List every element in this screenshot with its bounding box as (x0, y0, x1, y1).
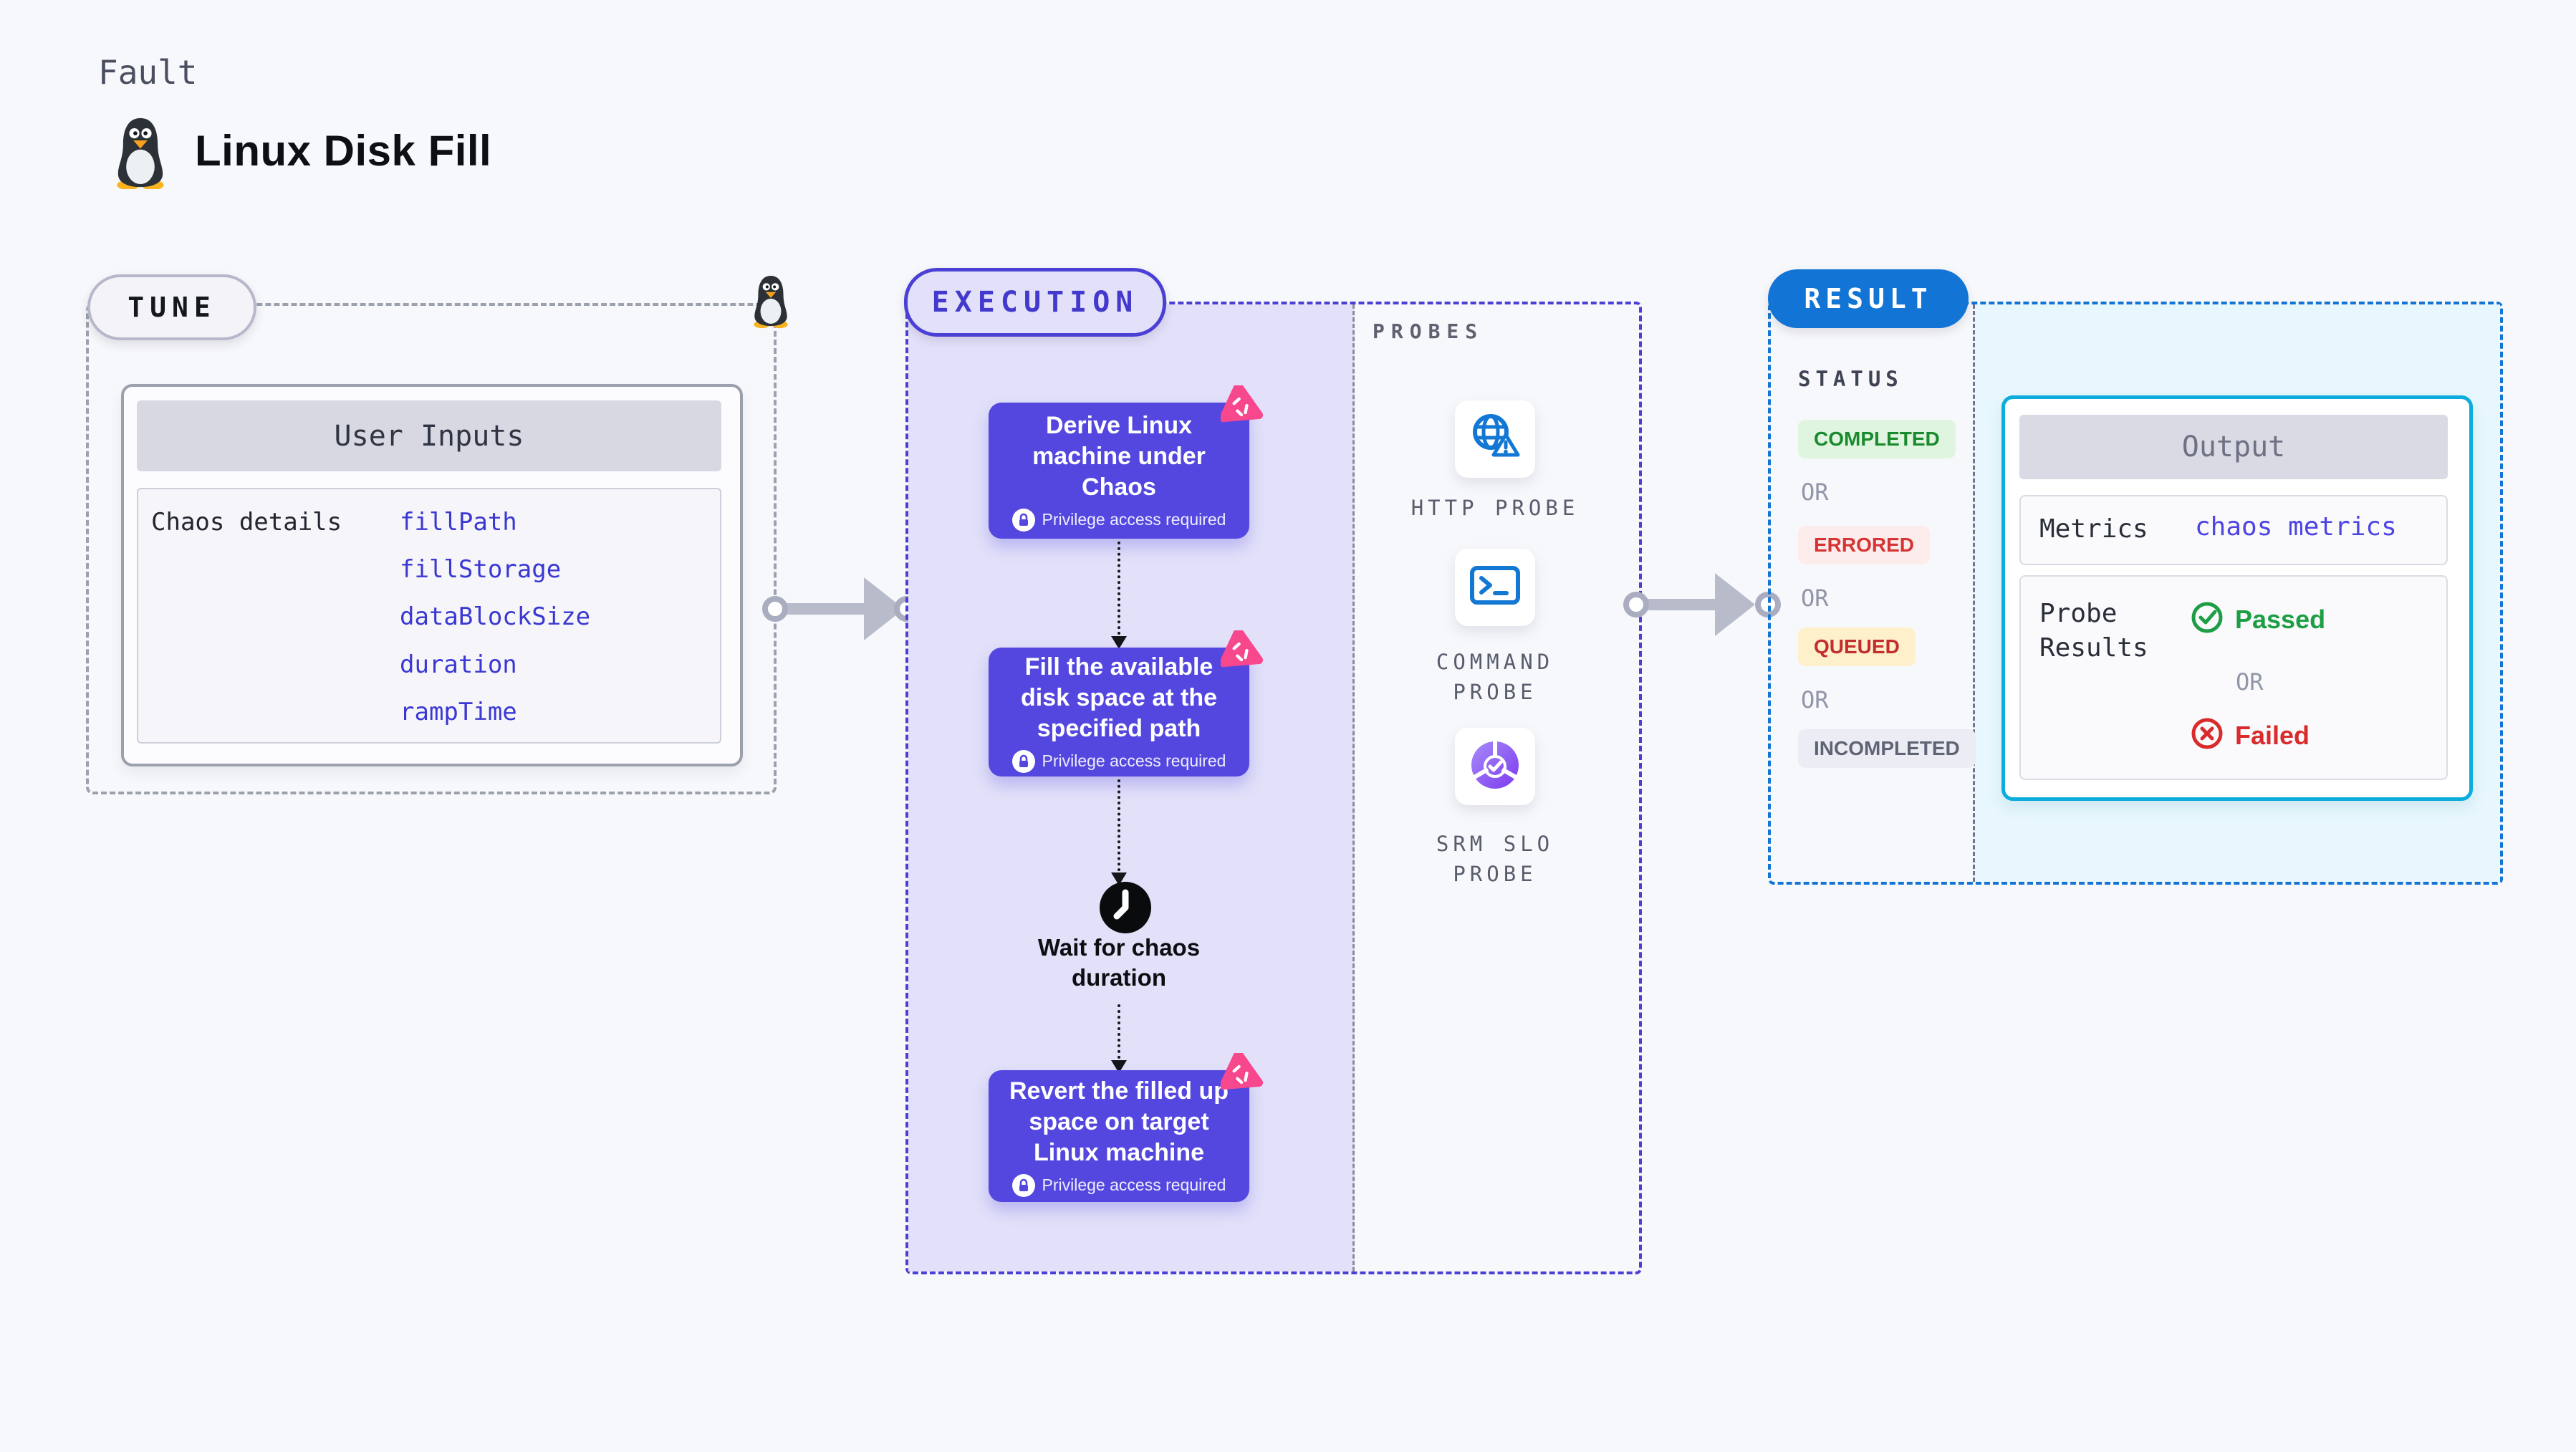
probes-to-result-arrow (1648, 599, 1716, 610)
step-card-fill: Fill the available disk space at the spe… (989, 627, 1264, 777)
passed-verdict: Passed (2191, 601, 2325, 638)
status-title: STATUS (1798, 367, 1903, 391)
srm-slo-probe-tile (1455, 728, 1535, 805)
probe-results-row: Probe Results Passed OR Failed (2019, 575, 2448, 780)
or-label: OR (1801, 585, 1829, 612)
privilege-label: Privilege access required (1042, 751, 1226, 770)
command-probe-tile (1455, 549, 1535, 626)
probes-title: PROBES (1373, 319, 1484, 343)
tune-pill: TUNE (87, 274, 256, 340)
privilege-label: Privilege access required (1042, 1175, 1226, 1194)
chaos-details-panel: Chaos details fillPath fillStorage dataB… (137, 488, 721, 744)
http-probe-tile (1455, 400, 1535, 478)
step-text: Derive Linux machine under Chaos (1032, 411, 1206, 501)
fault-kicker: Fault (98, 53, 198, 92)
failed-label: Failed (2235, 720, 2310, 750)
check-circle-icon (2191, 601, 2224, 638)
chaos-badge-icon (1219, 627, 1265, 675)
execution-pill: EXECUTION (904, 268, 1166, 337)
chaos-badge-icon (1219, 1049, 1265, 1097)
status-badge-queued: QUEUED (1798, 628, 1916, 666)
user-inputs-title: User Inputs (137, 400, 721, 471)
input-datablocksize: dataBlockSize (400, 602, 591, 631)
step-text: Fill the available disk space at the spe… (1020, 653, 1217, 742)
terminal-icon (1469, 564, 1521, 612)
flow-arrowhead-icon (1111, 636, 1127, 649)
input-fillpath: fillPath (400, 508, 517, 537)
tune-section-border (86, 303, 777, 794)
connector-ring (1623, 592, 1649, 617)
page-title: Linux Disk Fill (195, 127, 492, 175)
slo-gauge-icon (1469, 739, 1522, 795)
probe-results-label: Probe Results (2039, 599, 2148, 663)
step-card-revert: Revert the filled up space on target Lin… (989, 1049, 1264, 1202)
or-label: OR (2236, 668, 2264, 696)
status-badge-completed: COMPLETED (1798, 420, 1956, 458)
or-label: OR (1801, 686, 1829, 713)
output-title: Output (2019, 415, 2448, 479)
http-probe-label: HTTP PROBE (1410, 496, 1580, 520)
output-card: Output Metrics chaos metrics Probe Resul… (2001, 395, 2473, 801)
flow-connector (1118, 1004, 1120, 1064)
step-card-derive: Derive Linux machine under Chaos Privile… (989, 382, 1264, 539)
flow-connector (1118, 779, 1120, 877)
flow-arrowhead-icon (1111, 1060, 1127, 1073)
connector-ring (762, 596, 788, 622)
user-inputs-card: User Inputs Chaos details fillPath fillS… (121, 384, 743, 766)
srm-slo-probe-label: SRM SLO PROBE (1436, 832, 1554, 886)
tux-icon (107, 116, 173, 191)
status-badge-errored: ERRORED (1798, 526, 1931, 564)
metrics-row: Metrics chaos metrics (2019, 495, 2448, 565)
input-duration: duration (400, 650, 517, 679)
command-probe-label: COMMAND PROBE (1436, 650, 1554, 704)
wait-duration-label: Wait for chaos duration (1037, 934, 1201, 991)
lock-icon (1011, 749, 1035, 773)
flow-connector (1118, 542, 1120, 640)
result-pill: RESULT (1768, 269, 1969, 328)
input-fillstorage: fillStorage (400, 555, 562, 584)
chaos-badge-icon (1219, 382, 1265, 430)
passed-label: Passed (2235, 604, 2326, 634)
lock-icon (1011, 508, 1035, 532)
failed-verdict: Failed (2191, 717, 2310, 754)
or-label: OR (1801, 479, 1829, 506)
step-text: Revert the filled up space on target Lin… (1009, 1077, 1229, 1166)
globe-alert-icon (1468, 412, 1522, 467)
input-ramptime: rampTime (400, 698, 517, 726)
lock-icon (1011, 1173, 1035, 1197)
clock-icon (1099, 881, 1152, 934)
probes-to-result-arrowhead (1715, 573, 1755, 636)
chaos-metrics-link[interactable]: chaos metrics (2195, 512, 2397, 542)
privilege-label: Privilege access required (1042, 510, 1226, 529)
status-badge-incompleted: INCOMPLETED (1798, 729, 1976, 768)
tune-to-execution-arrow (787, 603, 865, 615)
tux-icon-small (747, 266, 794, 335)
x-circle-icon (2191, 717, 2224, 754)
chaos-details-label: Chaos details (151, 508, 342, 537)
metrics-label: Metrics (2039, 514, 2148, 544)
result-status-lane (1771, 304, 1975, 882)
